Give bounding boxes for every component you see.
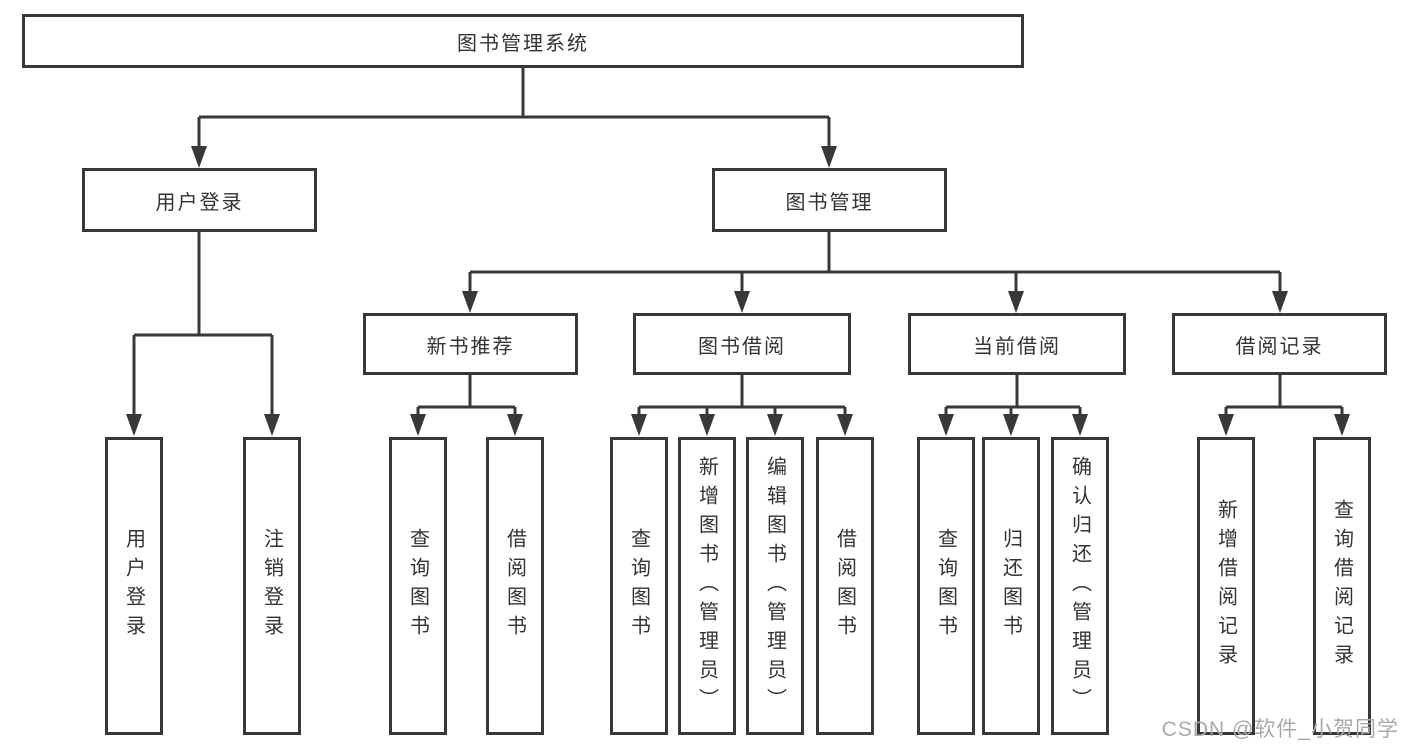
node-label: 用户登录 [122, 528, 145, 644]
node-label: 图书管理系统 [457, 32, 589, 55]
node-label: 编辑图书（管理员） [763, 455, 786, 717]
connector-current-to-leaves [938, 374, 1088, 436]
arrowhead-icon [410, 414, 426, 436]
node-leaf-logout: 注销登录 [243, 437, 301, 735]
node-new-book-recommend: 新书推荐 [363, 313, 578, 375]
arrowhead-icon [1003, 414, 1019, 436]
node-label: 图书管理 [785, 191, 874, 214]
node-current-borrow: 当前借阅 [908, 313, 1126, 375]
node-label: 借阅图书 [833, 528, 856, 644]
node-label: 查询图书 [406, 528, 429, 644]
arrowhead-icon [1008, 291, 1024, 313]
arrowhead-icon [507, 414, 523, 436]
arrowhead-icon [1272, 291, 1288, 313]
node-label: 查询图书 [627, 528, 650, 644]
arrowhead-icon [1072, 414, 1088, 436]
node-leaf-query-borrow-record: 查询借阅记录 [1313, 437, 1371, 735]
node-label: 借阅图书 [503, 528, 526, 644]
node-label: 归还图书 [999, 528, 1022, 644]
node-label: 新增借阅记录 [1214, 499, 1237, 673]
connector-newbooks-to-leaves [410, 374, 523, 436]
node-book-borrow: 图书借阅 [633, 313, 851, 375]
node-label: 当前借阅 [973, 335, 1061, 358]
node-leaf-borrow-books: 借阅图书 [816, 437, 874, 735]
arrowhead-icon [821, 146, 837, 168]
arrowhead-icon [767, 414, 783, 436]
connector-root-to-level2 [191, 67, 837, 168]
node-borrow-records: 借阅记录 [1172, 313, 1387, 375]
connector-borrow-to-leaves [631, 374, 853, 436]
connector-login-to-leaves [126, 231, 280, 436]
node-book-management: 图书管理 [712, 168, 947, 232]
node-label: 用户登录 [155, 191, 244, 214]
arrowhead-icon [631, 414, 647, 436]
node-label: 查询图书 [934, 528, 957, 644]
arrowhead-icon [837, 414, 853, 436]
arrowhead-icon [734, 291, 750, 313]
arrowhead-icon [126, 414, 142, 436]
node-system-root: 图书管理系统 [22, 14, 1024, 68]
arrowhead-icon [462, 291, 478, 313]
node-leaf-confirm-return-admin: 确认归还（管理员） [1051, 437, 1109, 735]
connector-records-to-leaves [1218, 374, 1350, 436]
node-label: 新书推荐 [426, 335, 515, 358]
node-leaf-query-books: 查询图书 [917, 437, 975, 735]
node-leaf-edit-book-admin: 编辑图书（管理员） [746, 437, 804, 735]
node-label: 新增图书（管理员） [695, 455, 718, 717]
arrowhead-icon [191, 146, 207, 168]
node-user-login: 用户登录 [82, 168, 317, 232]
arrowhead-icon [1218, 414, 1234, 436]
connector-mgmt-to-level3 [462, 232, 1288, 313]
node-leaf-return-books: 归还图书 [982, 437, 1040, 735]
node-leaf-user-login: 用户登录 [105, 437, 163, 735]
node-leaf-borrow-books: 借阅图书 [486, 437, 544, 735]
node-leaf-add-book-admin: 新增图书（管理员） [678, 437, 736, 735]
arrowhead-icon [699, 414, 715, 436]
watermark: CSDN @软件_小贺同学 [1161, 718, 1399, 741]
node-label: 借阅记录 [1235, 335, 1324, 358]
node-leaf-query-books: 查询图书 [610, 437, 668, 735]
node-leaf-add-borrow-record: 新增借阅记录 [1197, 437, 1255, 735]
node-label: 查询借阅记录 [1330, 499, 1353, 673]
arrowhead-icon [264, 414, 280, 436]
node-label: 确认归还（管理员） [1068, 455, 1091, 717]
node-leaf-query-books: 查询图书 [389, 437, 447, 735]
node-label: 图书借阅 [698, 335, 786, 358]
arrowhead-icon [938, 414, 954, 436]
arrowhead-icon [1334, 414, 1350, 436]
node-label: 注销登录 [260, 528, 283, 644]
